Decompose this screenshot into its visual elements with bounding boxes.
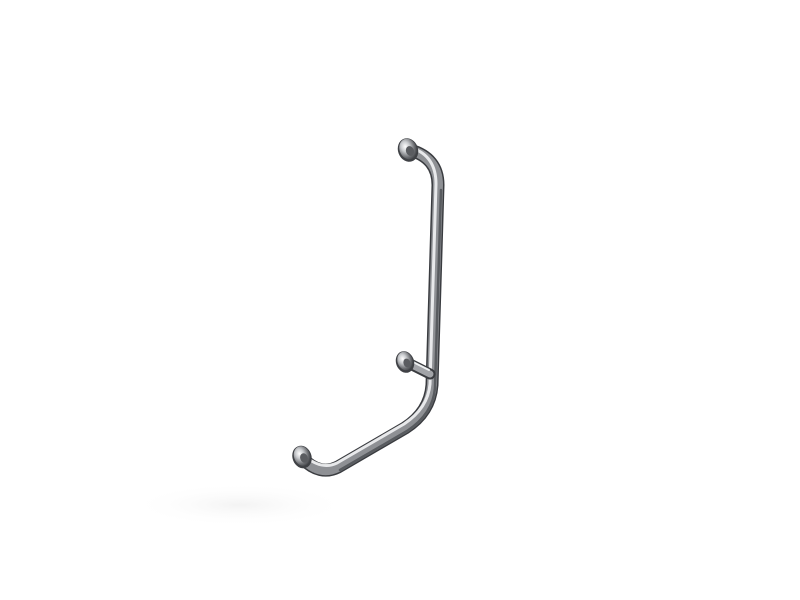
grab-bar-tube-highlight (304, 146, 438, 467)
bottom-wall-flange (292, 445, 312, 469)
floor-shadow (130, 483, 350, 527)
middle-wall-flange (395, 351, 415, 373)
top-wall-flange (397, 138, 419, 162)
grab-bar-tube-shade (338, 188, 443, 472)
